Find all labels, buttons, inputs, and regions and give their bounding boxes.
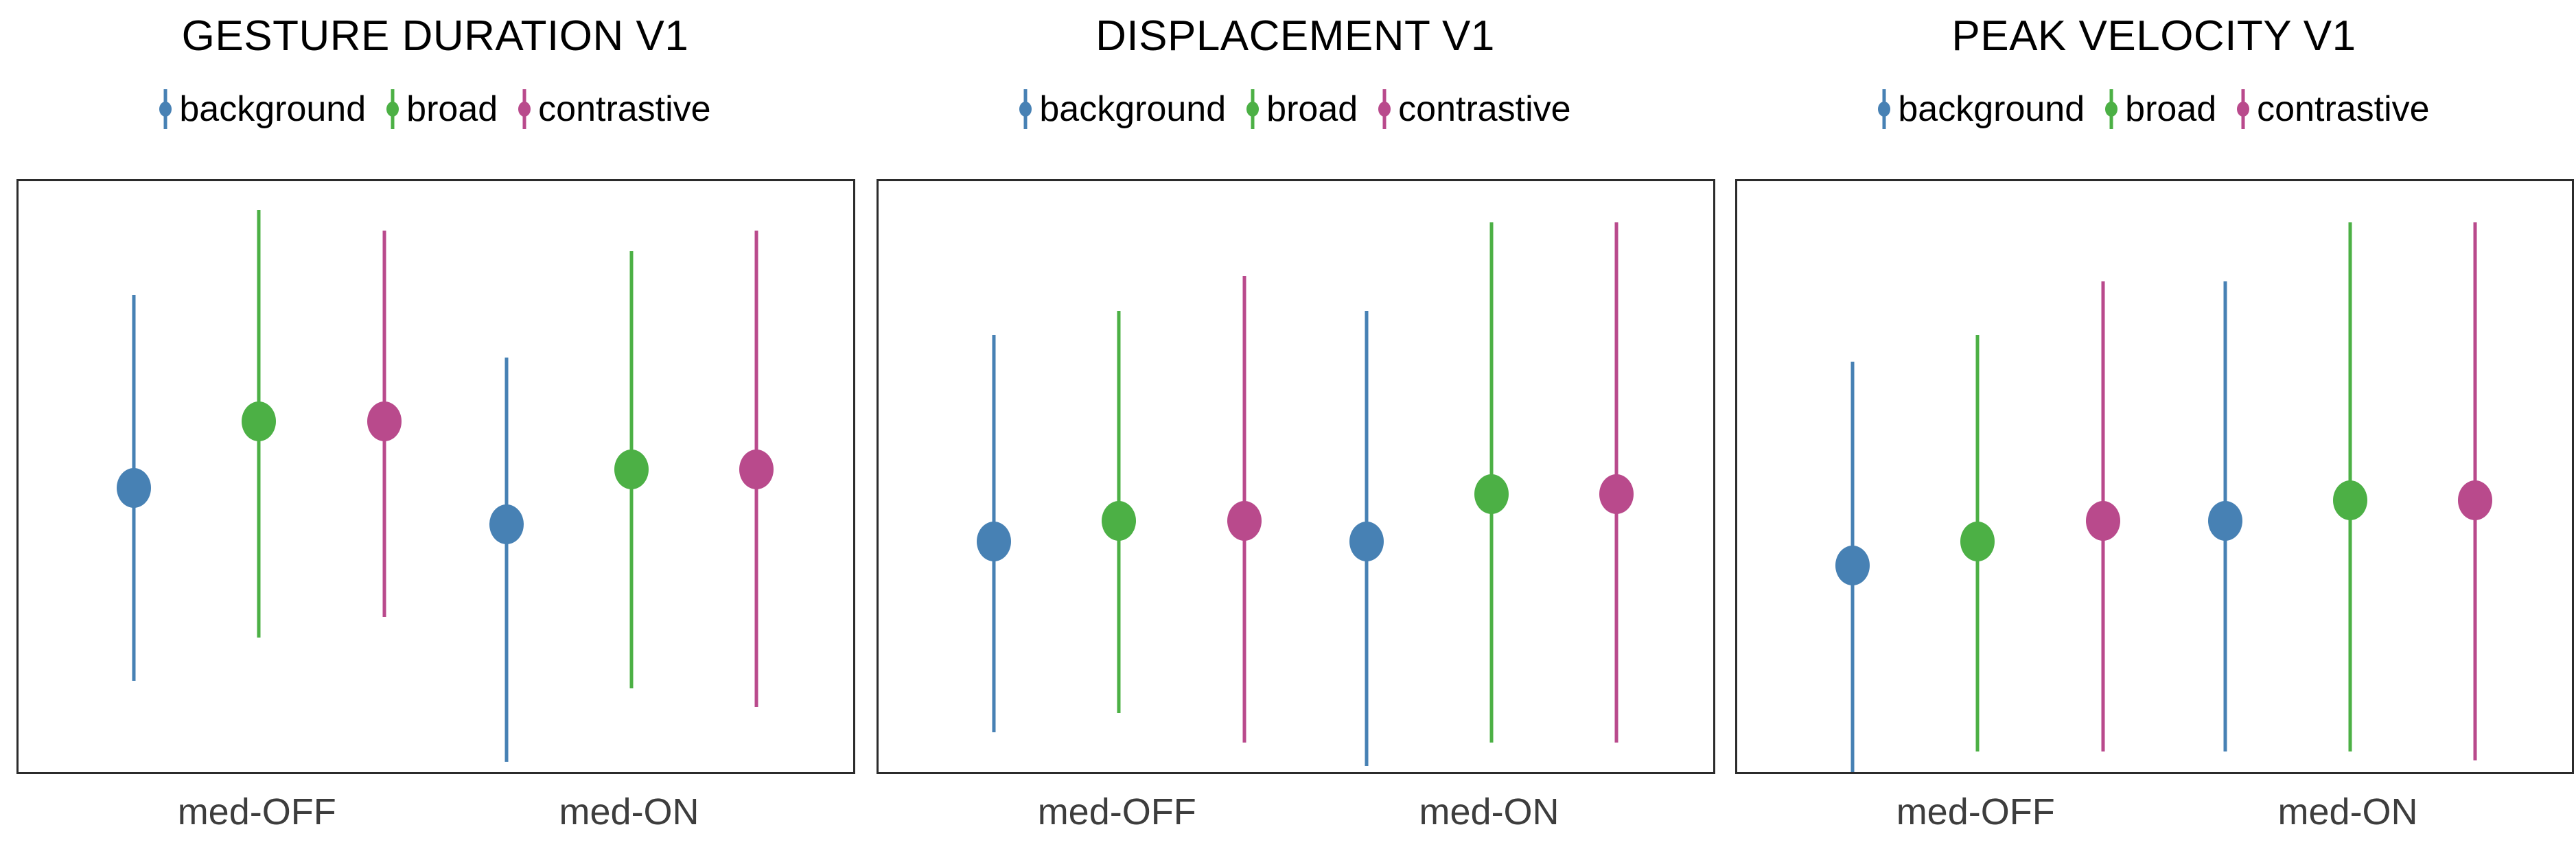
errorbar-dot-icon <box>518 88 531 130</box>
estimate-dot <box>1474 474 1509 515</box>
estimate-dot <box>489 504 524 545</box>
panel-title: GESTURE DURATION V1 <box>181 12 689 60</box>
estimate-dot <box>1960 522 1995 562</box>
panel-title: DISPLACEMENT V1 <box>1095 12 1495 60</box>
plot-frame <box>1735 179 2574 774</box>
errorbar-dot-icon <box>386 88 399 130</box>
panel-title: PEAK VELOCITY V1 <box>1951 12 2356 60</box>
estimate-dot <box>976 522 1011 562</box>
estimate-dot <box>1599 474 1634 515</box>
legend-label: broad <box>2125 89 2217 129</box>
legend-label: background <box>1898 89 2085 129</box>
estimate-dot <box>1227 501 1262 541</box>
estimate-dot <box>1102 501 1137 541</box>
panel-gesture-duration-v1: GESTURE DURATION V1 background broad contra… <box>16 0 855 851</box>
legend: background broad contrastive <box>1735 88 2573 130</box>
x-axis-tick-med-off: med-OFF <box>1037 791 1196 832</box>
errorbar-dot-icon <box>1878 88 1891 130</box>
errorbar-dot-icon <box>1019 88 1032 130</box>
x-axis-tick-med-on: med-ON <box>2277 791 2418 832</box>
estimate-dot <box>2208 501 2243 541</box>
legend-label: broad <box>1266 89 1358 129</box>
legend-item-contrastive[interactable]: contrastive <box>518 88 711 130</box>
estimate-dot <box>367 401 402 442</box>
errorbar-dot-icon <box>2237 88 2250 130</box>
legend-item-broad[interactable]: broad <box>2105 88 2216 130</box>
estimate-dot <box>614 450 649 490</box>
legend-item-contrastive[interactable]: contrastive <box>2237 88 2430 130</box>
x-axis-tick-med-off: med-OFF <box>177 791 336 832</box>
legend-label: contrastive <box>538 89 711 129</box>
x-axis-tick-med-off: med-OFF <box>1896 791 2055 832</box>
legend-item-background[interactable]: background <box>1878 88 2085 130</box>
errorbar-dot-icon <box>2105 88 2118 130</box>
legend: background broad contrastive <box>16 88 854 130</box>
estimate-dot <box>2332 480 2367 520</box>
legend-item-background[interactable]: background <box>1019 88 1226 130</box>
estimate-dot <box>739 450 774 490</box>
legend-item-contrastive[interactable]: contrastive <box>1378 88 1571 130</box>
estimate-dot <box>116 467 151 508</box>
errorbar-dot-icon <box>1378 88 1391 130</box>
x-axis-tick-med-on: med-ON <box>559 791 699 832</box>
estimate-dot <box>1349 522 1384 562</box>
legend-label: contrastive <box>1398 89 1571 129</box>
estimate-dot <box>242 401 277 442</box>
errorbar-dot-icon <box>159 88 172 130</box>
errorbar-dot-icon <box>1246 88 1260 130</box>
plot-area <box>879 181 1713 772</box>
legend-item-broad[interactable]: broad <box>386 88 498 130</box>
plot-frame <box>16 179 855 774</box>
estimate-dot <box>1835 545 1870 585</box>
panel-peak-velocity-v1: PEAK VELOCITY V1 background broad contrasti… <box>1735 0 2574 851</box>
legend-label: broad <box>406 89 498 129</box>
x-axis-tick-med-on: med-ON <box>1419 791 1559 832</box>
legend-label: background <box>179 89 367 129</box>
legend: background broad contrastive <box>877 88 1714 130</box>
plot-area <box>1737 181 2572 772</box>
plot-area <box>19 181 853 772</box>
legend-label: contrastive <box>2257 89 2430 129</box>
legend-item-background[interactable]: background <box>159 88 366 130</box>
estimate-dot <box>2085 501 2120 541</box>
panel-displacement-v1: DISPLACEMENT V1 background broad contrastiv… <box>877 0 1715 851</box>
estimate-dot <box>2457 480 2492 520</box>
error-bar <box>504 358 509 762</box>
legend-label: background <box>1039 89 1227 129</box>
plot-frame <box>877 179 1715 774</box>
legend-item-broad[interactable]: broad <box>1246 88 1358 130</box>
